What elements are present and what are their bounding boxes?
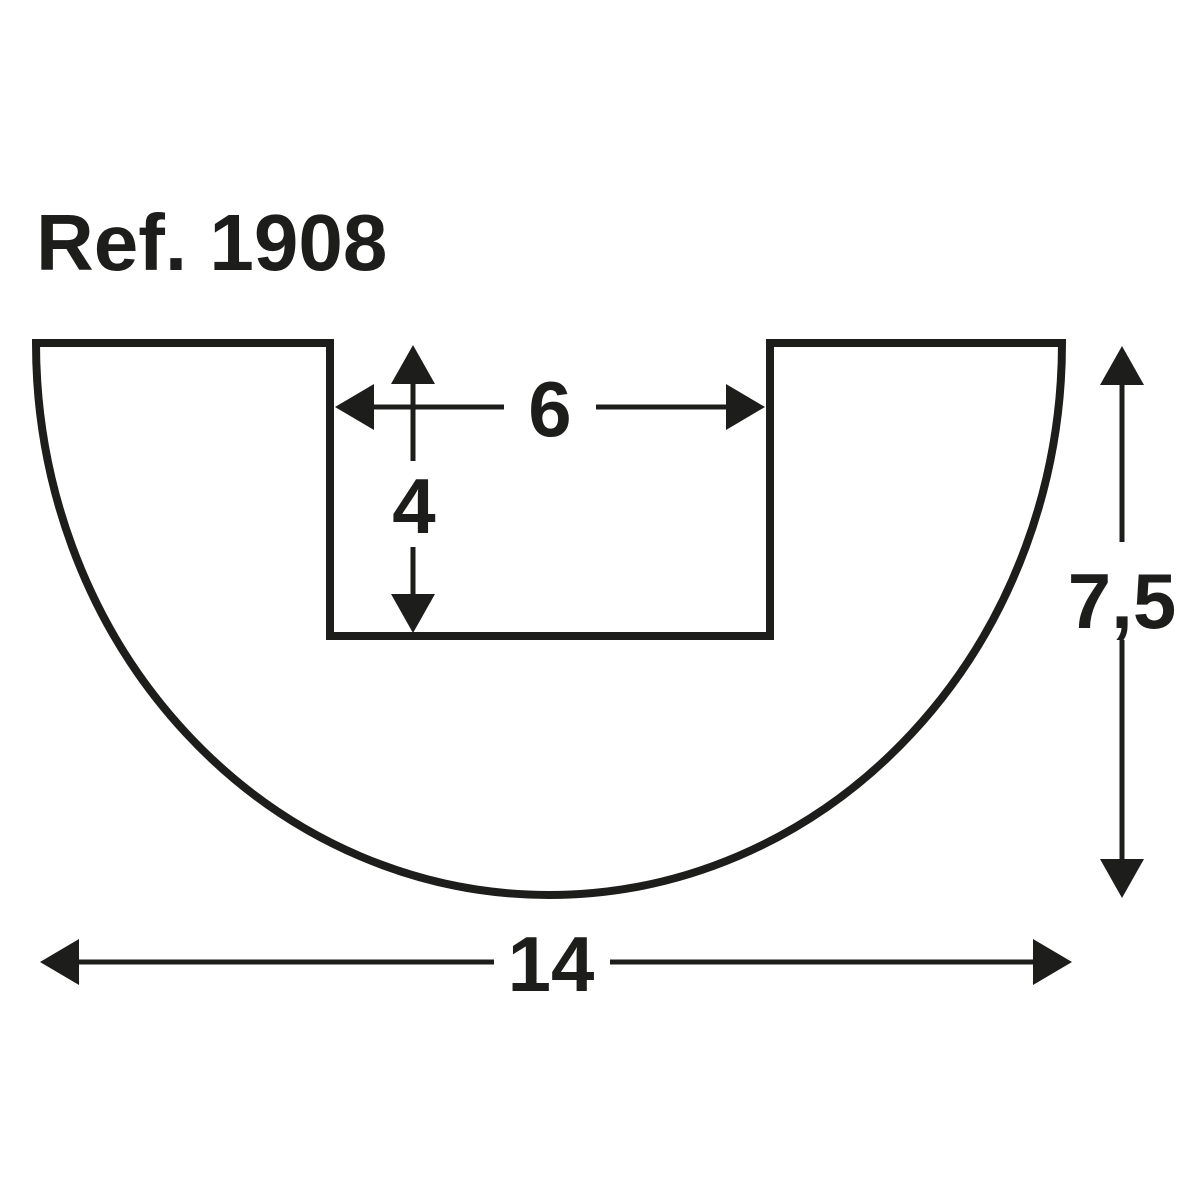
overall-width-value: 14 — [508, 920, 595, 1008]
dimension-notch-depth: 4 — [391, 345, 436, 633]
arrow-up-icon — [391, 345, 435, 384]
arrow-left-icon — [335, 384, 374, 430]
arrow-down-icon — [1100, 859, 1144, 898]
dimension-overall-width: 14 — [40, 920, 1072, 1008]
arrow-right-icon — [1033, 939, 1072, 985]
arrow-right-icon — [726, 384, 765, 430]
profile-outline — [31, 339, 1067, 899]
notch-width-value: 6 — [528, 365, 571, 453]
arrow-up-icon — [1100, 346, 1144, 385]
drawing-reference-label: Ref. 1908 — [36, 198, 387, 287]
arrow-down-icon — [391, 594, 435, 633]
dimension-overall-height: 7,5 — [1068, 346, 1176, 898]
arrow-left-icon — [40, 939, 79, 985]
overall-height-value: 7,5 — [1068, 557, 1176, 645]
dimension-notch-width: 6 — [335, 365, 765, 453]
notch-depth-value: 4 — [392, 462, 435, 550]
